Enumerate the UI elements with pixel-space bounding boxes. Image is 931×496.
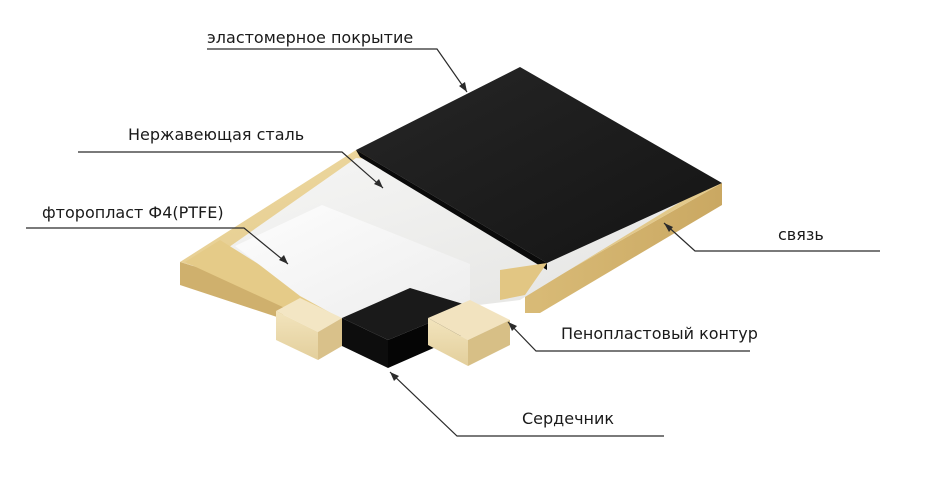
leader-steel xyxy=(78,151,384,189)
arrow-elastomer xyxy=(459,82,467,92)
core-top xyxy=(342,288,470,340)
foam-rim-inner xyxy=(185,240,340,318)
core-front xyxy=(342,318,388,368)
leader-elastomer xyxy=(207,48,468,93)
label-ptfe: фторопласт Ф4(PTFE) xyxy=(42,203,224,222)
elastomer-coating-edge xyxy=(356,150,547,270)
label-elastomer-coating: эластомерное покрытие xyxy=(207,28,413,47)
foam-block-front-right xyxy=(428,318,468,366)
arrow-core xyxy=(390,372,399,381)
leader-bond xyxy=(663,222,880,252)
leader-ptfe xyxy=(26,227,289,265)
arrow-bond xyxy=(664,223,673,232)
foam-block-front-right-top xyxy=(428,300,510,340)
leader-foam xyxy=(507,321,750,352)
label-foam-contour: Пенопластовый контур xyxy=(561,324,758,343)
foam-block-front-right-side xyxy=(468,320,510,366)
arrow-ptfe xyxy=(279,255,288,264)
foam-frame-left-side xyxy=(180,262,300,318)
arrow-foam xyxy=(508,322,517,331)
elastomer-coating-top xyxy=(356,67,722,263)
label-core: Сердечник xyxy=(522,409,614,428)
leader-core xyxy=(389,371,664,437)
label-stainless-steel: Нержавеющая сталь xyxy=(128,125,304,144)
foam-frame-right-side xyxy=(525,183,722,313)
foam-block-front-left-top xyxy=(276,298,342,332)
label-bond: связь xyxy=(778,225,824,244)
foam-block-front-left-side xyxy=(318,318,342,360)
foam-strip-right xyxy=(500,263,547,300)
arrow-steel xyxy=(374,179,383,188)
foam-block-front-left xyxy=(276,311,318,360)
